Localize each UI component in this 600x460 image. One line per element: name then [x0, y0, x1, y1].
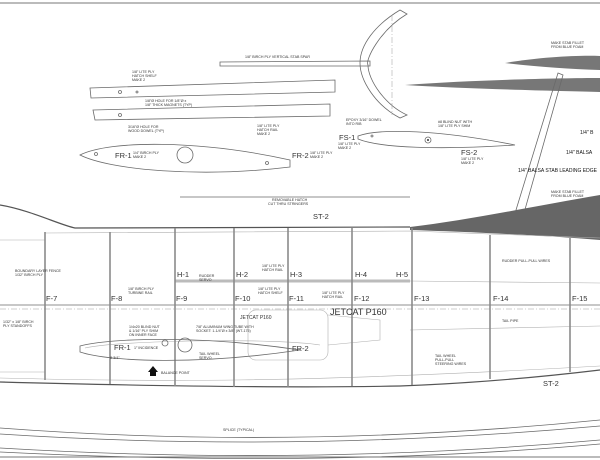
- hatch-shelf-note: HATCH SHELF: [132, 74, 157, 78]
- hatch-rail-note: HATCH RAIL: [262, 268, 283, 272]
- hatch-rail-note: MAKE 2: [257, 132, 270, 136]
- fr1-rib: [79, 143, 291, 173]
- epoxy-dowel-note: INTO RIB: [346, 122, 362, 126]
- fuselage-side-view: [0, 195, 600, 388]
- fs2-label: FS-2: [461, 148, 477, 157]
- blind-nut-note: 1/8" LITE PLY SHIM: [438, 124, 470, 128]
- turbine-rail-note: TURBINE RAIL: [128, 291, 153, 295]
- hatch-shelf-note: 1/8" LITE PLY: [258, 287, 281, 291]
- hatch-rail-2-note: HATCH RAIL: [322, 295, 343, 299]
- hatch-rail-note: HATCH RAIL: [257, 128, 278, 132]
- vertical-stab-spar: [219, 9, 408, 119]
- fr2-note: 1/8" LITE PLY: [310, 151, 333, 155]
- vertical-stab-spar-label: 1/8" BIRCH PLY VERTICAL STAB SPAR: [245, 55, 310, 59]
- boundary-layer-note: 1/32" BIRCH PLY: [15, 273, 44, 277]
- stab-fillet-note: FROM BLUE FOAM: [551, 194, 583, 198]
- engine-label-small: JETCAT P160: [240, 315, 272, 321]
- hatch-rail-2-note: 1/8" LITE PLY: [322, 291, 345, 295]
- fr1-note: MAKE 2: [133, 155, 146, 159]
- balance-point-arrow-icon: [148, 366, 158, 376]
- rudder-wires-note: RUDDER PULL-PULL WIRES: [502, 259, 551, 263]
- fs1-note: 1/8" LITE PLY: [338, 142, 361, 146]
- former-label-f11: F-11: [289, 294, 304, 303]
- fr1-label-lower: FR-1: [114, 343, 131, 352]
- hatch-rail-strip: [92, 103, 331, 121]
- stab-fillet-note: MAKE STAB FILLET: [551, 41, 585, 45]
- stab-leading-edge-note: 1/4" BALSA STAB LEADING EDGE: [518, 168, 598, 174]
- hatch-label-h2: H-2: [236, 270, 248, 279]
- tail-wheel-servo-note: SERVO: [199, 356, 212, 360]
- former-label-f9: F-9: [176, 294, 187, 303]
- hatch-label-h4: H-4: [355, 270, 367, 279]
- rudder-servo-note: SERVO: [199, 278, 212, 282]
- hatch-label-h5: H-5: [396, 270, 408, 279]
- rudder-servo-note: RUDDER: [199, 274, 215, 278]
- formers: [44, 228, 571, 387]
- blind-nut-note: 1/4x20 BLIND NUT: [129, 325, 161, 329]
- former-label-f7: F-7: [46, 294, 57, 303]
- hatch-shelf-strip: [89, 79, 336, 99]
- turbine-rail-note: 1/8" BIRCH PLY: [128, 287, 155, 291]
- dowel-hole-note: 3/16"Ø HOLE FOR: [128, 125, 159, 129]
- stab-fillet-note: FROM BLUE FOAM: [551, 45, 583, 49]
- wing-tube-note: SOCKET: 1-1/4"Ø x 3/8" (WT-175): [196, 329, 251, 333]
- fs-rib: [357, 130, 516, 149]
- balsa-note: 1/4" B: [580, 130, 594, 136]
- hatch-label-h1: H-1: [177, 270, 189, 279]
- former-label-f14: F-14: [493, 294, 508, 303]
- magnet-hole-note: 1/8"Ø HOLE FOR 1/8"Ø x: [145, 99, 186, 103]
- hatch-rail-note: 1/8" LITE PLY: [257, 124, 280, 128]
- standoffs-note: PLY STANDOFFS: [3, 324, 33, 328]
- stringers: [0, 419, 600, 460]
- fs2-note: 1/8" LITE PLY: [461, 157, 484, 161]
- stab-fillet-mid: [405, 78, 600, 92]
- epoxy-dowel-note: EPOXY 3/16" DOWEL: [346, 118, 382, 122]
- hatch-label-h3: H-3: [290, 270, 302, 279]
- dimension-label: 8-3/4": [110, 356, 120, 360]
- fr2-label: FR-2: [292, 151, 309, 160]
- wing-tube-note: 7/8" ALUMINUM WING TUBE WITH: [196, 325, 254, 329]
- balsa-note: 1/4" BALSA: [566, 150, 593, 156]
- stringer-label-bottom: ST-2: [543, 379, 559, 388]
- fr1-note: 1/4" BIRCH PLY: [133, 151, 160, 155]
- stab-fillet-top: [505, 55, 600, 70]
- engine-label-large: JETCAT P160: [330, 307, 387, 317]
- balance-point-label: BALANCE POINT: [161, 371, 191, 375]
- standoffs-note: 1/32" x 1/8" BIRCH: [3, 320, 34, 324]
- incidence-note: 1° INCIDENCE: [134, 346, 159, 350]
- tail-wheel-wires-note: TAIL WHEEL: [435, 354, 456, 358]
- blind-nut-note: #8 BLIND NUT WITH: [438, 120, 472, 124]
- tail-pipe-note: TAIL PIPE: [502, 319, 519, 323]
- dowel-hole-note: WOOD DOWEL (TYP): [128, 129, 164, 133]
- former-label-f15: F-15: [572, 294, 587, 303]
- hatch-shelf-note: 1/8" LITE PLY: [132, 70, 155, 74]
- fr1-label: FR-1: [115, 151, 132, 160]
- fr2-label-lower: FR-2: [292, 344, 309, 353]
- former-label-f8: F-8: [111, 294, 122, 303]
- splice-note: SPLICE (TYPICAL): [223, 428, 254, 432]
- tail-wheel-servo-note: TAIL WHEEL: [199, 352, 220, 356]
- hatch-shelf-note: HATCH SHELF: [258, 291, 283, 295]
- tail-wheel-wires-note: STEERING WIRES: [435, 362, 467, 366]
- removable-hatch-note: CUT THRU STRINGERS: [268, 202, 309, 206]
- stab-fillet-note: MAKE STAB FILLET: [551, 190, 585, 194]
- boundary-layer-note: BOUNDARY LAYER FENCE: [15, 269, 62, 273]
- tail-wheel-wires-note: PULL-PULL: [435, 358, 454, 362]
- blind-nut-note: ON INNER FACE: [129, 333, 158, 337]
- hatch-shelf-note: MAKE 2: [132, 78, 145, 82]
- removable-hatch-note: REMOVABLE HATCH: [272, 198, 308, 202]
- fr2-note: MAKE 2: [310, 155, 323, 159]
- former-label-f10: F-10: [235, 294, 250, 303]
- stab-fillet-bottom: [410, 195, 600, 240]
- fs1-note: MAKE 2: [338, 146, 351, 150]
- fs2-note: MAKE 2: [461, 161, 474, 165]
- former-label-f13: F-13: [414, 294, 429, 303]
- former-label-f12: F-12: [354, 294, 369, 303]
- hatch-rail-note: 1/8" LITE PLY: [262, 264, 285, 268]
- blind-nut-note: & 1/16" PLY SHIM: [129, 329, 158, 333]
- fs1-label: FS-1: [339, 133, 355, 142]
- magnet-hole-note: 1/8" THICK MAGNETS (TYP): [145, 103, 192, 107]
- stringer-label-top: ST-2: [313, 212, 329, 221]
